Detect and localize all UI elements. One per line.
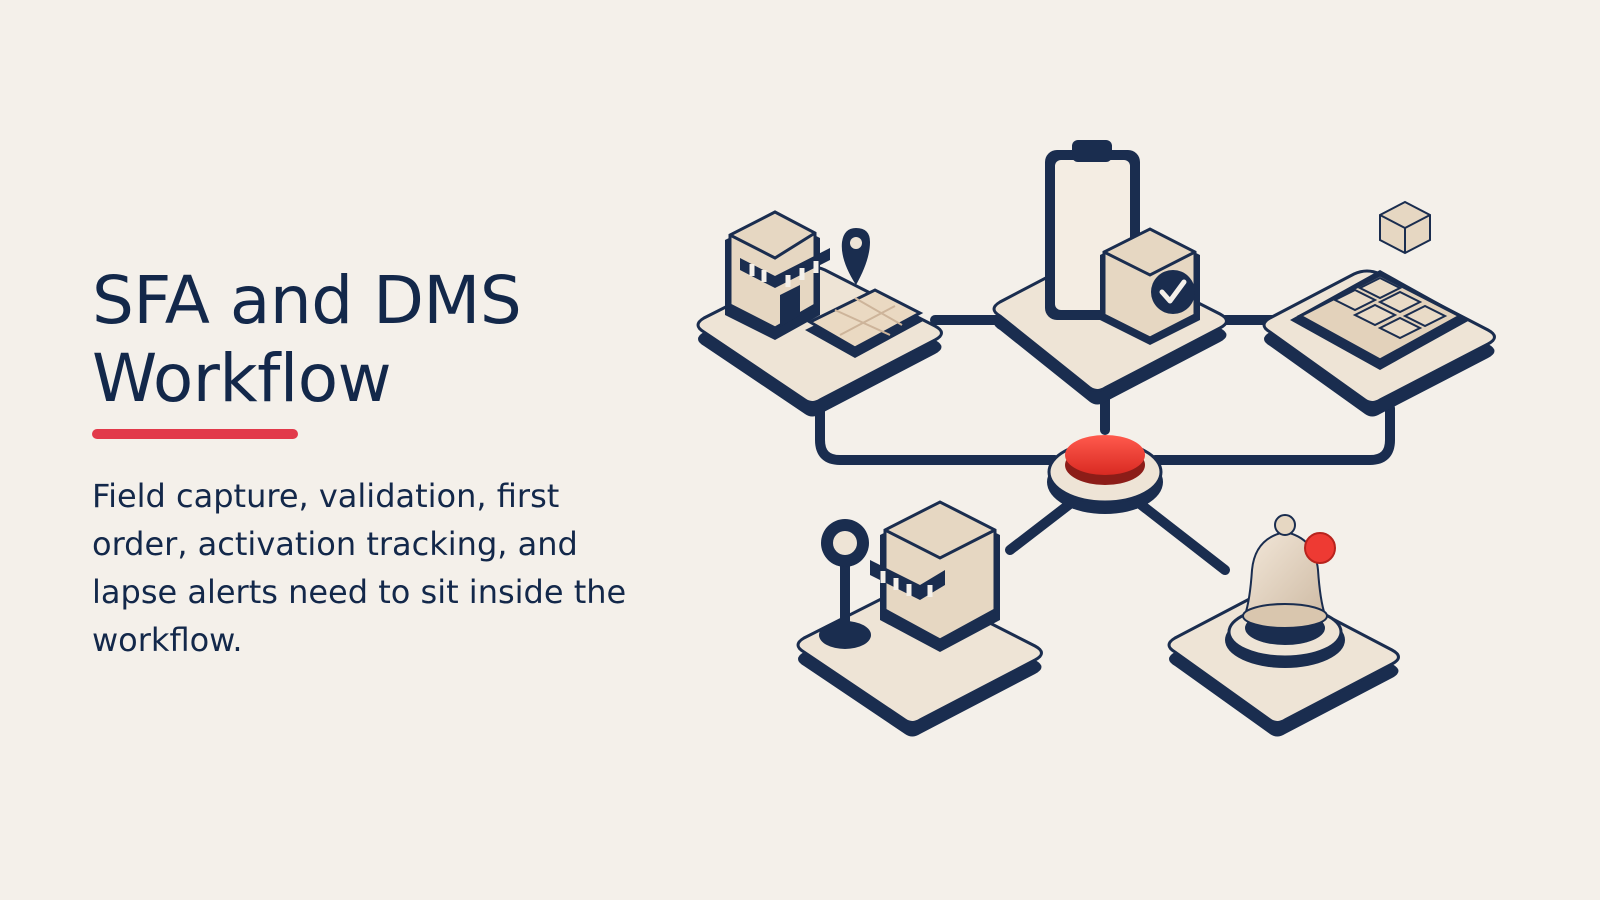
node-bell-alert: [1167, 514, 1400, 737]
connector-lines: [815, 315, 1395, 575]
box-grid-icon: [1290, 200, 1470, 370]
title-line-2: Workflow: [92, 340, 392, 417]
node-clipboard-check: [992, 140, 1228, 405]
bell-alert-icon: [1225, 514, 1345, 668]
red-hub-button: [1047, 435, 1163, 514]
storefront-map-pin-icon: [725, 210, 925, 358]
node-storefront-location: [796, 500, 1043, 737]
title-underline: [92, 429, 298, 439]
storefront-location-icon: [819, 500, 1000, 652]
title-line-1: SFA and DMS: [92, 262, 522, 339]
workflow-illustration: [696, 140, 1496, 737]
node-box-grid: [1262, 200, 1496, 417]
node-storefront-map: [696, 210, 943, 417]
slide-body-text: Field capture, validation, first order, …: [92, 477, 627, 659]
clipboard-checkmark-icon: [1045, 140, 1200, 345]
slide-title: SFA and DMS Workflow: [92, 262, 652, 418]
